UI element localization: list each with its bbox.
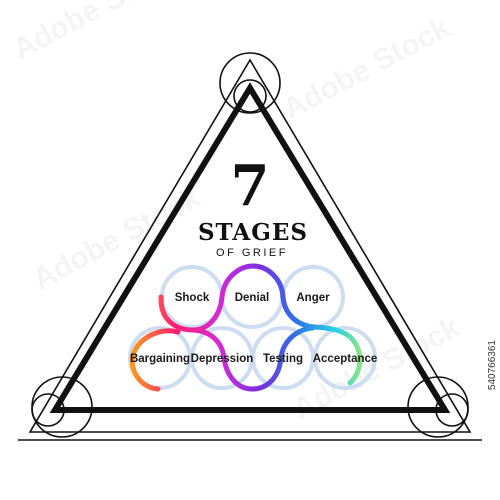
stage-ring-acceptance — [313, 326, 377, 390]
stage-label-testing: Testing — [263, 353, 303, 365]
stage-flow-path-lower — [129, 325, 316, 392]
stock-id: 540766361 — [487, 340, 498, 391]
right-corner-circle — [407, 376, 469, 438]
title-headline: STAGES — [198, 219, 308, 246]
stage-label-acceptance: Acceptance — [313, 353, 378, 365]
watermark-text: Adobe Stock — [278, 11, 456, 126]
title-subhead: OF GRIEF — [216, 247, 288, 259]
top-corner-circle — [219, 52, 281, 114]
inner-triangle — [49, 82, 451, 413]
triangle-frame — [18, 58, 482, 441]
left-corner-circle — [31, 376, 93, 438]
corner-circles — [31, 52, 469, 438]
outer-triangle — [28, 58, 472, 433]
stage-label-depression: Depression — [191, 353, 254, 365]
watermark-text: Adobe Stock — [8, 0, 186, 66]
stage-label-bargaining: Bargaining — [130, 353, 190, 365]
title-number: 7 — [231, 153, 270, 219]
stage-label-denial: Denial — [235, 292, 270, 304]
stage-label-anger: Anger — [296, 292, 330, 304]
watermark-text: Adobe Stock — [28, 181, 206, 296]
stage-label-shock: Shock — [175, 292, 210, 304]
